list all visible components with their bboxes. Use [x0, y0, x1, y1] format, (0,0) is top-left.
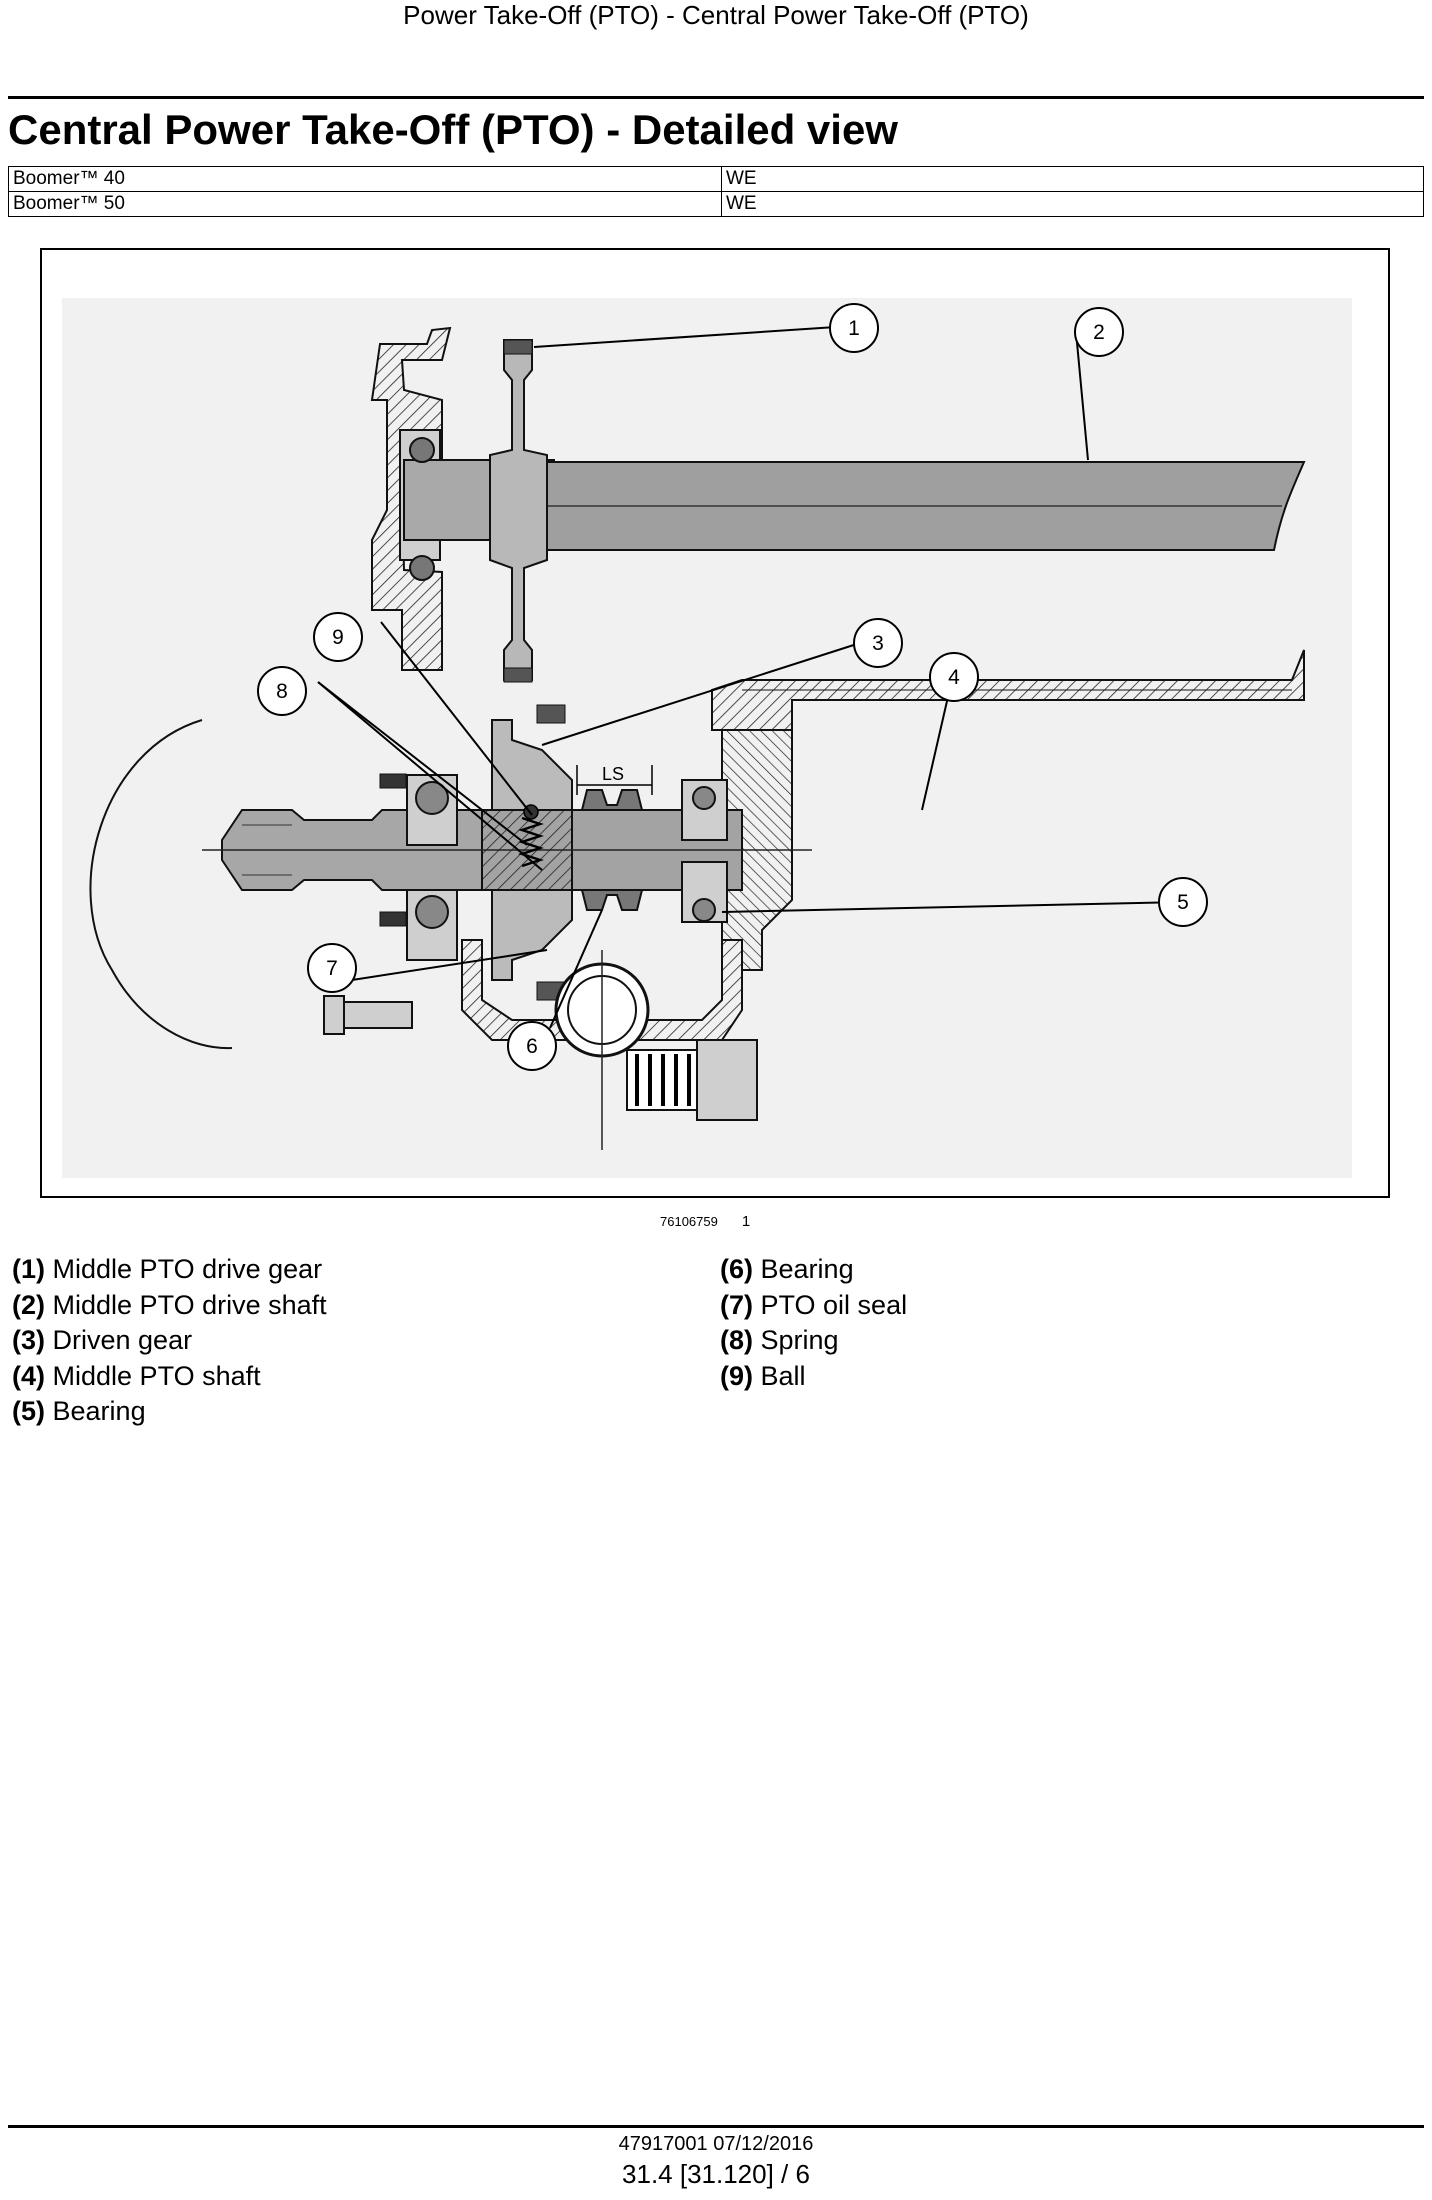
callout-1 [829, 303, 879, 353]
upper-bearing-ball [409, 437, 435, 463]
bearing-ball [692, 786, 716, 810]
callout-3-label: 3 [872, 632, 884, 655]
running-header: Power Take-Off (PTO) - Central Power Tak… [403, 0, 1029, 30]
model-name: Boomer™ 50 [8, 191, 722, 217]
bolt-head [323, 995, 345, 1035]
model-code: WE [721, 191, 1424, 217]
gear-tooth [503, 339, 533, 355]
callout-2-label: 2 [1093, 321, 1105, 344]
gear-tooth [503, 667, 533, 683]
legend-item: (8) Spring [720, 1323, 907, 1359]
pto-cross-section-drawing: LS 1 2 3 [62, 298, 1352, 1178]
footer-page-number: 31.4 [31.120] / 6 [622, 2159, 810, 2189]
callout-leaders [317, 326, 1185, 1029]
legend-number: (3) [12, 1325, 45, 1355]
upper-housing [370, 326, 452, 671]
legend-text: Bearing [52, 1396, 146, 1426]
legend-number: (2) [12, 1289, 45, 1320]
ls-dimension-label: LS [602, 764, 624, 784]
callout-7-label: 7 [326, 957, 338, 980]
callout-3 [853, 618, 903, 668]
legend-number: (1) [12, 1254, 45, 1284]
legend-text: Ball [760, 1360, 806, 1391]
clutch-teeth [580, 789, 644, 811]
driven-gear-upper [491, 719, 573, 811]
callout-9-label: 9 [332, 626, 344, 649]
legend-text: Middle PTO drive shaft [52, 1289, 327, 1320]
mounting-bolt [341, 1001, 413, 1029]
figure-number: 1 [741, 1213, 751, 1230]
table-row: Boomer™ 50 WE [8, 191, 1424, 217]
legend-left-column: (1) Middle PTO drive gear (2) Middle PTO… [12, 1252, 327, 1430]
callout-6-label: 6 [526, 1035, 538, 1058]
legend-text: Spring [760, 1325, 839, 1355]
callout-2 [1074, 307, 1124, 357]
legend-item: (9) Ball [720, 1359, 907, 1395]
oil-seal-upper [379, 773, 407, 789]
header-rule [8, 96, 1424, 99]
bearing-5-ball [692, 898, 716, 922]
legend-text: Middle PTO drive gear [52, 1254, 323, 1284]
legend-right-column: (6) Bearing (7) PTO oil seal (8) Spring … [720, 1252, 907, 1394]
callout-1-label: 1 [848, 317, 860, 340]
legend-item: (7) PTO oil seal [720, 1288, 907, 1324]
oil-seal-lower [379, 911, 407, 927]
legend-number: (9) [720, 1360, 753, 1391]
legend-number: (6) [720, 1254, 753, 1284]
bearing-block-right [681, 779, 728, 841]
driven-gear-lower [491, 889, 573, 981]
legend-number: (8) [720, 1325, 753, 1355]
legend-item: (3) Driven gear [12, 1323, 327, 1359]
bearing-ball [415, 781, 449, 815]
model-name: Boomer™ 40 [8, 166, 722, 192]
model-code: WE [721, 166, 1424, 192]
model-applicability-table: Boomer™ 40 WE Boomer™ 50 WE [8, 166, 1424, 217]
callout-8-label: 8 [276, 680, 288, 703]
figure-caption: 76106759 1 [660, 1213, 750, 1230]
callout-4-label: 4 [948, 666, 960, 689]
table-row: Boomer™ 40 WE [8, 166, 1424, 192]
callout-4 [929, 652, 979, 702]
legend-item: (2) Middle PTO drive shaft [12, 1288, 327, 1324]
callout-8 [257, 666, 307, 716]
legend-item: (6) Bearing [720, 1252, 907, 1288]
legend-text: PTO oil seal [760, 1289, 908, 1320]
gear-tooth [536, 704, 566, 724]
technical-drawing-frame: LS 1 2 3 [40, 248, 1390, 1198]
callout-9 [313, 612, 363, 662]
swing-arc [89, 719, 233, 1050]
legend-item: (4) Middle PTO shaft [12, 1359, 327, 1395]
figure-image-id: 76106759 [660, 1214, 718, 1229]
upper-bearing-ball [409, 555, 435, 581]
page-title: Central Power Take-Off (PTO) - Detailed … [8, 106, 898, 153]
callout-7 [307, 943, 357, 993]
legend-text: Bearing [760, 1254, 854, 1284]
footer-document-id: 47917001 07/12/2016 [618, 2133, 814, 2155]
clutch-teeth [580, 889, 644, 911]
callout-5 [1158, 877, 1208, 927]
legend-number: (4) [12, 1360, 45, 1391]
legend-number: (5) [12, 1396, 45, 1426]
legend-text: Driven gear [52, 1325, 193, 1355]
bearing-6-ball [415, 895, 449, 929]
callout-6 [507, 1021, 557, 1071]
callout-5-label: 5 [1177, 891, 1189, 914]
legend-item: (1) Middle PTO drive gear [12, 1252, 327, 1288]
plunger-plug [696, 1039, 758, 1121]
legend-text: Middle PTO shaft [52, 1360, 261, 1391]
legend-item: (5) Bearing [12, 1394, 327, 1430]
footer-rule [8, 2125, 1424, 2128]
legend-number: (7) [720, 1289, 753, 1320]
